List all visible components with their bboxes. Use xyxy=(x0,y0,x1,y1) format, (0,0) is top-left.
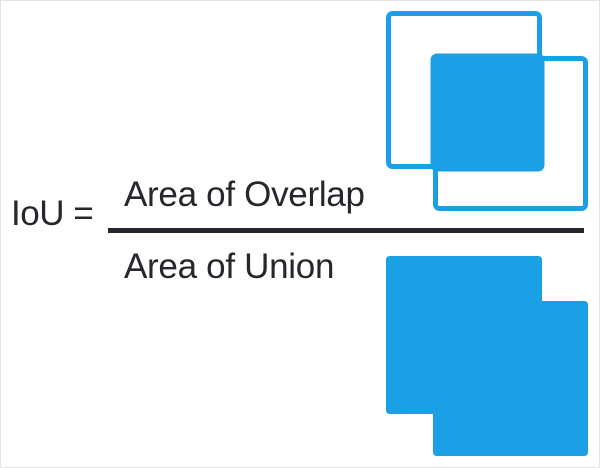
formula-denominator: Area of Union xyxy=(124,247,335,286)
overlap-intersection-fill xyxy=(430,53,545,172)
union-filled-shape xyxy=(386,256,588,456)
union-illustration xyxy=(371,246,599,467)
intersection-illustration xyxy=(371,1,599,223)
intersection-svg xyxy=(386,11,588,211)
formula-numerator: Area of Overlap xyxy=(124,175,365,214)
iou-label: IoU = xyxy=(11,194,94,233)
fraction-bar xyxy=(108,228,584,233)
union-svg xyxy=(386,256,588,456)
